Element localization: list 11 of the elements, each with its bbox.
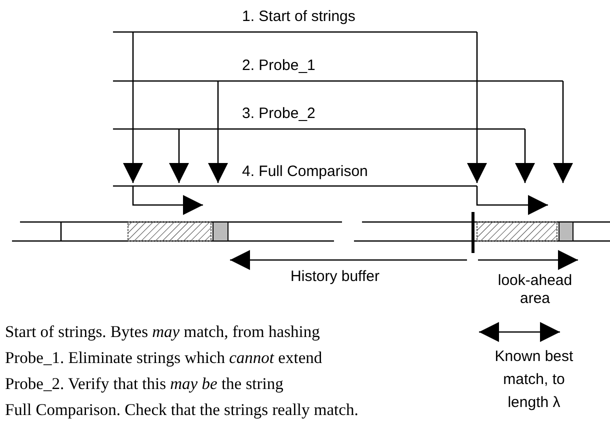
note-text: Probe_2. Verify that this may be the string bbox=[5, 374, 284, 394]
note-text: Start of strings. Bytes may match, from hashing bbox=[5, 322, 320, 342]
step-label: 1. Start of strings bbox=[242, 8, 356, 26]
region-label: look-ahead area bbox=[496, 272, 574, 308]
step-label: 4. Full Comparison bbox=[242, 163, 368, 181]
legend-text: Known best match, to length λ bbox=[494, 347, 574, 413]
region-label: History buffer bbox=[290, 268, 380, 286]
step-label: 3. Probe_2 bbox=[242, 105, 316, 123]
note-text: Probe_1. Eliminate strings which cannot extend bbox=[5, 348, 322, 368]
step-label: 2. Probe_1 bbox=[242, 57, 316, 75]
note-text: Full Comparison. Check that the strings really match. bbox=[5, 400, 358, 420]
